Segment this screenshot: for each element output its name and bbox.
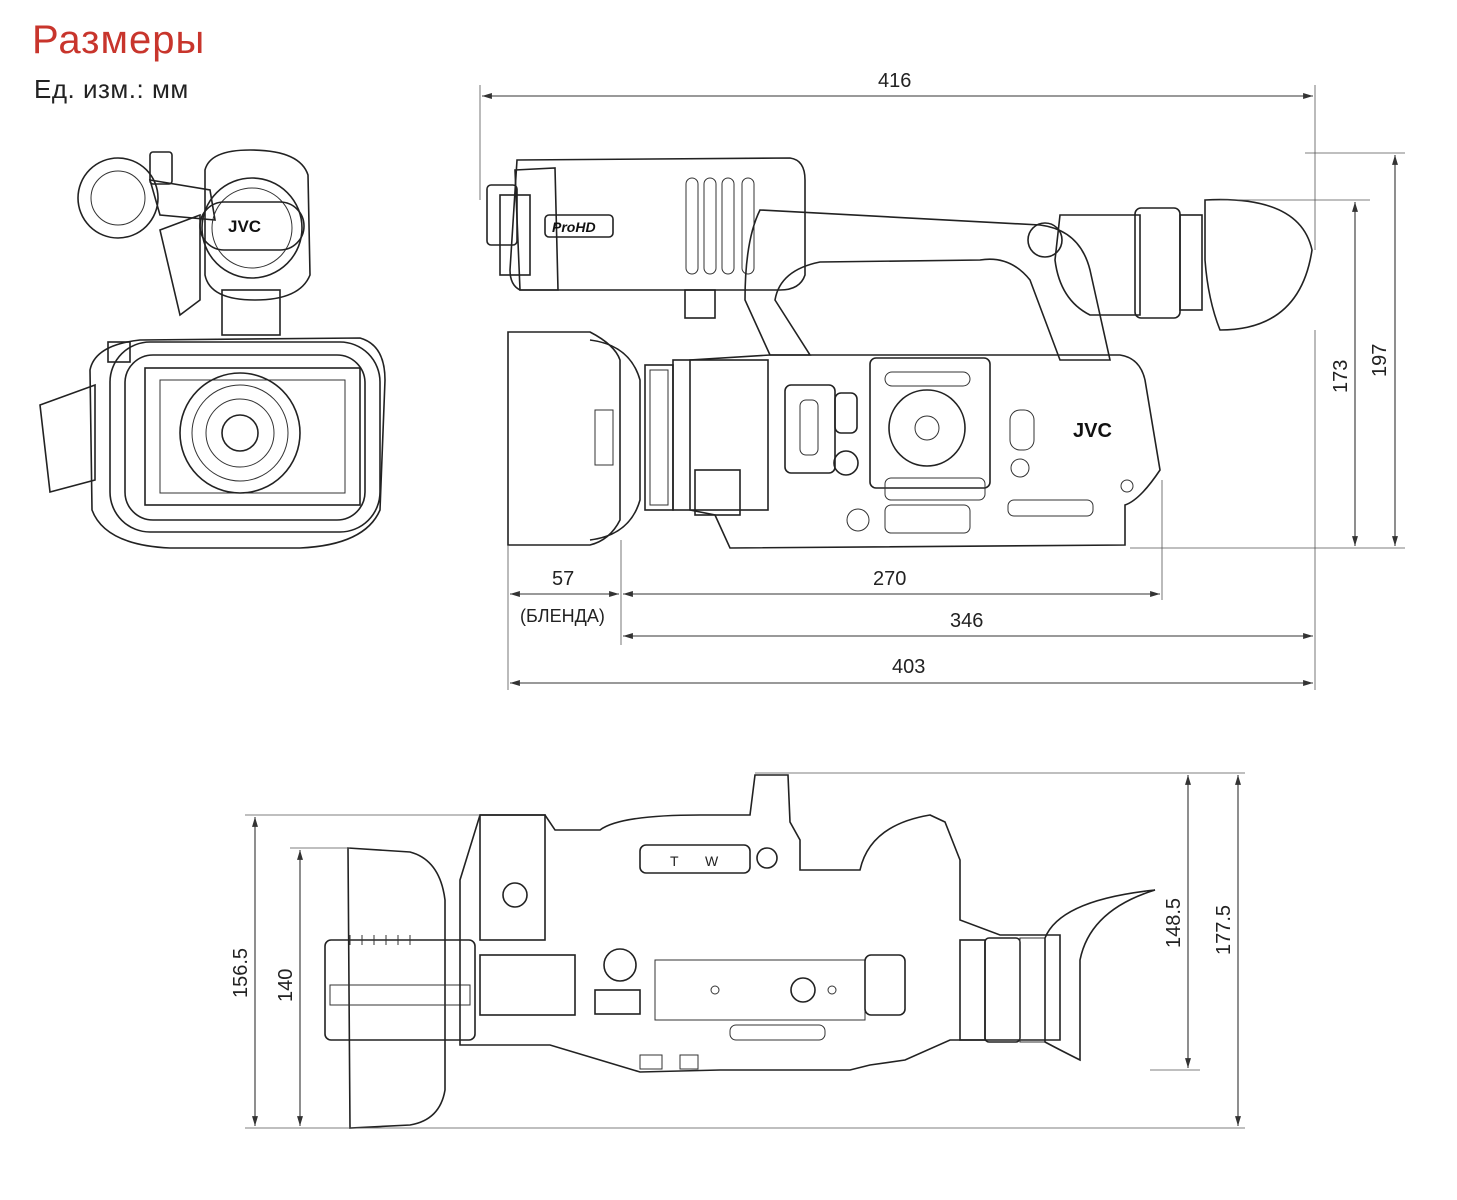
dim-177-5: 177.5 xyxy=(1213,905,1235,955)
dim-57: 57 xyxy=(552,568,574,590)
side-view: ProHD JVC xyxy=(486,157,1313,549)
dim-148-5: 148.5 xyxy=(1163,898,1185,948)
page-title: Размеры xyxy=(32,18,206,62)
dim-346: 346 xyxy=(950,610,983,632)
zoom-w-label: W xyxy=(705,853,719,869)
prohd-badge: ProHD xyxy=(552,219,596,235)
zoom-t-label: T xyxy=(670,853,679,869)
dim-140: 140 xyxy=(275,969,297,1002)
dim-197: 197 xyxy=(1369,344,1391,377)
hood-label: (БЛЕНДА) xyxy=(520,606,605,626)
dim-416: 416 xyxy=(878,70,911,92)
front-view: JVC xyxy=(39,149,386,549)
dim-270: 270 xyxy=(873,568,906,590)
top-view: W T xyxy=(324,774,1156,1129)
side-dimensions: 416 173 197 57 (БЛЕНДА) 270 346 403 xyxy=(479,70,1405,690)
side-logo: JVC xyxy=(1073,420,1112,442)
dim-173: 173 xyxy=(1330,360,1352,393)
dim-156-5: 156.5 xyxy=(230,948,252,998)
dim-403: 403 xyxy=(892,656,925,678)
top-dimensions: 156.5 140 148.5 177.5 xyxy=(230,772,1245,1129)
units-label: Ед. изм.: мм xyxy=(34,74,189,104)
front-logo: JVC xyxy=(228,217,261,236)
